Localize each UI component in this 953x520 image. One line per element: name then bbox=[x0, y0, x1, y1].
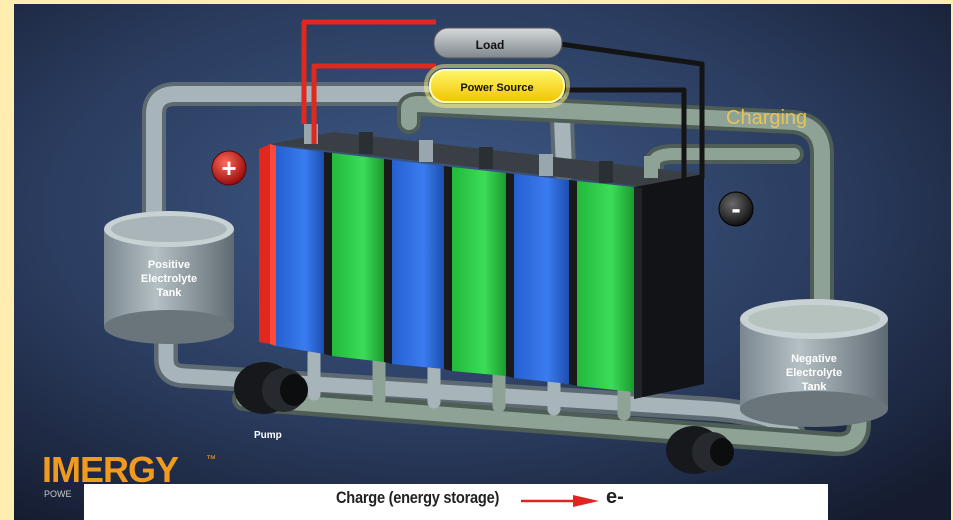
cell-blue-1 bbox=[276, 146, 324, 354]
negative-electrolyte-tank: Negative Electrolyte Tank bbox=[740, 299, 888, 427]
red-wire bbox=[301, 19, 436, 124]
cell-blue-3 bbox=[514, 174, 569, 384]
electrolyte-pipes bbox=[142, 82, 834, 316]
positive-electrolyte-tank: Positive Electrolyte Tank bbox=[104, 211, 234, 344]
svg-text:Tank: Tank bbox=[157, 287, 183, 299]
plus-icon: + bbox=[211, 150, 247, 186]
cell-stack bbox=[259, 124, 704, 399]
arrow-right-icon bbox=[521, 495, 599, 507]
svg-text:Tank: Tank bbox=[802, 381, 828, 393]
black-wire bbox=[559, 41, 705, 179]
svg-text:Positive: Positive bbox=[148, 259, 190, 271]
power-source-label: Power Source bbox=[460, 82, 533, 94]
pump-label: Pump bbox=[254, 430, 282, 441]
svg-text:-: - bbox=[731, 193, 740, 224]
pump-right-icon bbox=[666, 426, 734, 474]
flow-battery-diagram: Load Power Source Charging + - Positive bbox=[14, 4, 951, 520]
positive-end-plate bbox=[259, 144, 270, 344]
caption-panel bbox=[84, 484, 828, 520]
negative-end-plate bbox=[634, 174, 704, 399]
cell-green-2 bbox=[452, 167, 506, 376]
power-source-component: Power Source bbox=[424, 64, 570, 108]
load-label: Load bbox=[476, 38, 505, 52]
imergy-logo: IMERGY ™ POWE bbox=[42, 449, 216, 499]
electron-label: e- bbox=[606, 486, 624, 508]
pump-left-icon bbox=[234, 362, 308, 414]
svg-text:™: ™ bbox=[206, 454, 216, 465]
svg-text:Negative: Negative bbox=[791, 353, 837, 365]
circuit-wires bbox=[301, 19, 705, 179]
svg-text:Electrolyte: Electrolyte bbox=[141, 273, 197, 285]
cell-green-3 bbox=[577, 181, 634, 392]
cell-blue-2 bbox=[392, 160, 444, 369]
svg-text:+: + bbox=[221, 153, 236, 183]
caption-text: Charge (energy storage) bbox=[336, 488, 500, 507]
svg-text:Electrolyte: Electrolyte bbox=[786, 367, 842, 379]
cell-green-1 bbox=[332, 153, 384, 362]
load-component: Load bbox=[433, 27, 563, 59]
svg-text:POWE: POWE bbox=[44, 489, 72, 499]
minus-icon: - bbox=[718, 191, 754, 227]
svg-text:IMERGY: IMERGY bbox=[42, 449, 179, 490]
charging-label: Charging bbox=[726, 107, 807, 129]
